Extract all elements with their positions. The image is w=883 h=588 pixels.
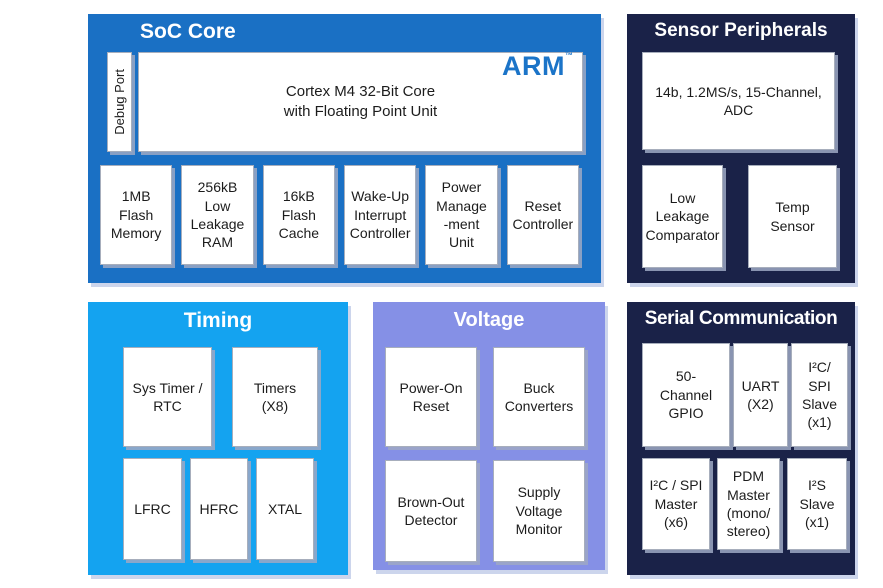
sensor-peripherals-title: Sensor Peripherals — [654, 20, 828, 41]
block-50-channel-gpio: 50- Channel GPIO — [642, 343, 730, 447]
block-timers-x8: Timers (X8) — [232, 347, 318, 447]
block-flash-cache: 16kB Flash Cache — [262, 165, 335, 265]
block-i2c-spi-slave: I²C/ SPI Slave (x1) — [791, 343, 848, 447]
block-i2c-spi-master: I²C / SPI Master (x6) — [642, 458, 710, 550]
block-low-leakage-comparator: Low Leakage Comparator — [642, 165, 723, 268]
block-hfrc: HFRC — [190, 458, 248, 560]
block-i2s-slave: I²S Slave (x1) — [787, 458, 847, 550]
sensor-peripherals-bottom-row: Low Leakage Comparator Temp Sensor — [642, 165, 837, 268]
arm-logo: ARM™ — [502, 51, 573, 81]
arm-trademark: ™ — [565, 51, 573, 60]
block-power-management-unit: Power Manage -ment Unit — [425, 165, 498, 265]
block-sys-timer-rtc: Sys Timer / RTC — [123, 347, 212, 447]
voltage-title-row: Voltage — [373, 302, 605, 331]
panel-voltage: Voltage Power-On Reset Buck Converters B… — [373, 302, 605, 570]
panel-sensor-peripherals: Sensor Peripherals 14b, 1.2MS/s, 15-Chan… — [627, 14, 855, 283]
block-buck-converters: Buck Converters — [493, 347, 585, 447]
serial-communication-title-row: Serial Communication — [627, 302, 855, 330]
cortex-core-label: Cortex M4 32-Bit Core with Floating Poin… — [283, 83, 438, 120]
block-wakeup-interrupt-controller: Wake-Up Interrupt Controller — [343, 165, 417, 265]
voltage-top-row: Power-On Reset Buck Converters — [385, 347, 585, 447]
serial-top-row: 50- Channel GPIO UART (X2) I²C/ SPI Slav… — [642, 343, 848, 447]
block-uart-x2: UART (X2) — [733, 343, 788, 447]
block-lfrc: LFRC — [123, 458, 182, 560]
block-debug-port: Debug Port — [107, 52, 132, 152]
timing-top-row: Sys Timer / RTC Timers (X8) — [123, 347, 318, 447]
block-temp-sensor: Temp Sensor — [748, 165, 837, 268]
block-low-leakage-ram: 256kB Low Leakage RAM — [181, 165, 254, 265]
timing-title: Timing — [183, 309, 253, 332]
serial-bottom-row: I²C / SPI Master (x6) PDM Master (mono/ … — [642, 458, 847, 550]
block-brown-out-detector: Brown-Out Detector — [385, 460, 477, 562]
voltage-bottom-row: Brown-Out Detector Supply Voltage Monito… — [385, 460, 585, 562]
block-adc: 14b, 1.2MS/s, 15-Channel, ADC — [642, 52, 835, 150]
soc-core-title: SoC Core — [140, 20, 236, 43]
voltage-title: Voltage — [453, 309, 525, 331]
block-cortex-m4-core: ARM™ Cortex M4 32-Bit Core with Floating… — [138, 51, 583, 152]
timing-bottom-row: LFRC HFRC XTAL — [123, 458, 314, 560]
sensor-peripherals-title-row: Sensor Peripherals — [627, 14, 855, 42]
block-reset-controller: Reset Controller — [506, 165, 579, 265]
serial-communication-title: Serial Communication — [644, 308, 838, 329]
block-flash-memory: 1MB Flash Memory — [100, 165, 173, 265]
soc-core-top-row: Debug Port ARM™ Cortex M4 32-Bit Core wi… — [107, 51, 583, 152]
block-supply-voltage-monitor: Supply Voltage Monitor — [493, 460, 585, 562]
panel-serial-communication: Serial Communication 50- Channel GPIO UA… — [627, 302, 855, 575]
panel-soc-core: SoC Core Debug Port ARM™ Cortex M4 32-Bi… — [88, 14, 601, 283]
timing-title-row: Timing — [88, 302, 348, 332]
block-power-on-reset: Power-On Reset — [385, 347, 477, 447]
panel-timing: Timing Sys Timer / RTC Timers (X8) LFRC … — [88, 302, 348, 575]
block-pdm-master: PDM Master (mono/ stereo) — [717, 458, 780, 550]
soc-core-bottom-row: 1MB Flash Memory 256kB Low Leakage RAM 1… — [100, 165, 579, 265]
debug-port-label: Debug Port — [111, 69, 127, 135]
block-xtal: XTAL — [256, 458, 314, 560]
